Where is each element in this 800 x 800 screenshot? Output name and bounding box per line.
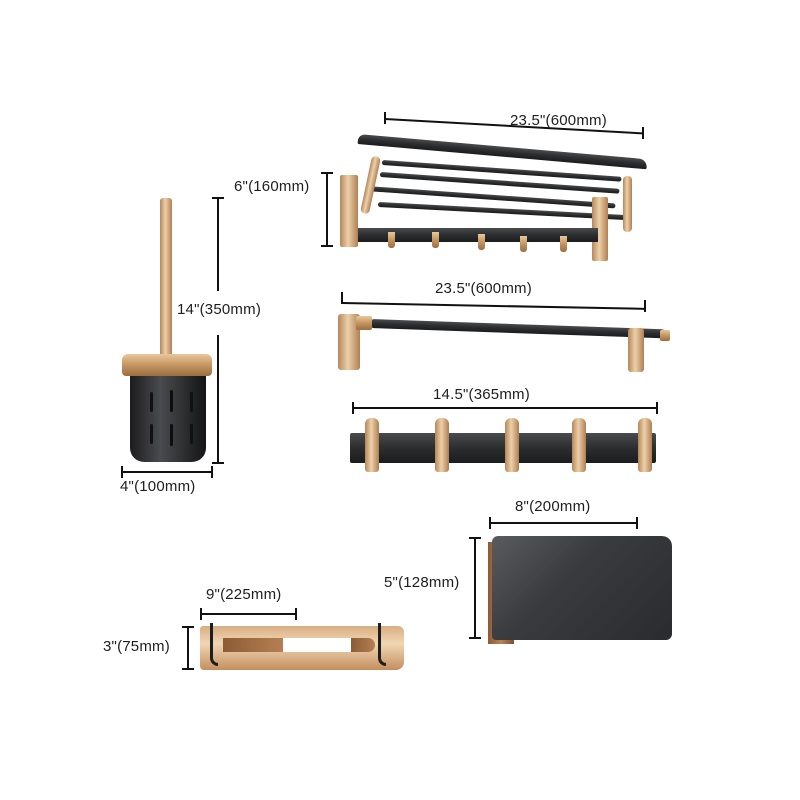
towel-bar-end-cap xyxy=(660,330,670,341)
tissue-box-product: 8"(200mm) 5"(128mm) xyxy=(380,490,690,660)
tissue-box-height-label: 5"(128mm) xyxy=(384,574,460,591)
hook xyxy=(365,418,379,472)
towel-bar-bracket-right xyxy=(628,328,644,372)
hook xyxy=(478,234,485,250)
robe-hook-width-dimension-line xyxy=(353,407,657,409)
robe-hook-product: 14.5"(365mm) xyxy=(320,380,680,480)
dimension-tick xyxy=(341,292,343,304)
dimension-tick xyxy=(321,172,333,174)
towel-bar-rod xyxy=(369,319,666,339)
dimension-tick xyxy=(469,637,481,639)
hook xyxy=(210,623,218,666)
vent-slot xyxy=(150,424,153,444)
brush-height-dimension-line-bottom xyxy=(217,335,219,463)
vent-slot xyxy=(170,390,173,412)
shelf-arm-right xyxy=(623,176,632,232)
robe-hook-width-label: 14.5"(365mm) xyxy=(433,386,530,403)
dimension-tick xyxy=(182,626,194,628)
hook xyxy=(520,236,527,252)
hook xyxy=(572,418,586,472)
hook xyxy=(432,232,439,248)
brush-width-dimension-line xyxy=(122,471,212,473)
hook xyxy=(505,418,519,472)
towel-bar-product: 23.5"(600mm) xyxy=(320,270,680,380)
dimension-tick xyxy=(384,112,386,124)
wall-shelf-slot-right xyxy=(351,638,375,652)
towel-bar-bracket-left-cap xyxy=(356,316,372,330)
hook xyxy=(560,236,567,252)
towel-bar-width-label: 23.5"(600mm) xyxy=(435,280,532,297)
dimension-tick xyxy=(200,608,202,620)
dimension-tick xyxy=(489,517,491,529)
dimension-tick xyxy=(469,537,481,539)
shelf-wall-bracket-right xyxy=(592,197,608,261)
hook xyxy=(638,418,652,472)
wall-shelf-width-label: 9"(225mm) xyxy=(206,586,282,603)
dimension-tick xyxy=(211,466,213,478)
wall-shelf-slot-opening xyxy=(283,638,351,652)
toilet-brush-product: 14"(350mm) 4"(100mm) xyxy=(100,180,300,500)
dimension-tick xyxy=(352,402,354,414)
tissue-box-width-dimension-line xyxy=(490,522,637,524)
brush-height-label: 14"(350mm) xyxy=(177,301,262,318)
brush-handle xyxy=(160,198,172,356)
vent-slot xyxy=(190,392,193,412)
tissue-box-height-dimension-line xyxy=(474,538,476,638)
wall-shelf-height-label: 3"(75mm) xyxy=(103,638,170,655)
dimension-tick xyxy=(295,608,297,620)
dimension-tick xyxy=(121,466,123,478)
hook xyxy=(388,232,395,248)
dimension-tick xyxy=(321,245,333,247)
towel-bar-width-dimension-line xyxy=(341,302,645,310)
towel-bar-bracket-left xyxy=(338,314,360,370)
dimension-tick xyxy=(182,668,194,670)
wall-shelf-product: 9"(225mm) 3"(75mm) xyxy=(90,580,420,690)
dimension-tick xyxy=(212,462,224,464)
vent-slot xyxy=(190,424,193,444)
dimension-tick xyxy=(642,127,644,139)
tissue-box-cover xyxy=(492,536,672,640)
brush-holder-cup xyxy=(130,376,206,462)
dimension-tick xyxy=(212,197,224,199)
hook xyxy=(435,418,449,472)
wall-shelf-slot-left xyxy=(223,638,283,652)
dimension-tick xyxy=(644,300,646,312)
hook xyxy=(378,623,386,666)
brush-width-label: 4"(100mm) xyxy=(120,478,196,495)
towel-shelf-product: 23.5"(600mm) 6"(160mm) xyxy=(234,100,680,270)
dimension-tick xyxy=(636,517,638,529)
robe-hook-rail xyxy=(350,433,656,463)
tissue-box-width-label: 8"(200mm) xyxy=(515,498,591,515)
dimension-tick xyxy=(656,402,658,414)
wall-shelf-width-dimension-line xyxy=(201,613,296,615)
towel-shelf-height-label: 6"(160mm) xyxy=(234,178,310,195)
towel-shelf-height-dimension-line xyxy=(326,173,328,246)
wall-shelf-height-dimension-line xyxy=(187,627,189,669)
shelf-wall-bracket-left xyxy=(340,175,358,247)
brush-height-dimension-line-top xyxy=(217,198,219,291)
brush-holder-collar xyxy=(122,354,212,376)
vent-slot xyxy=(150,392,153,412)
vent-slot xyxy=(170,424,173,446)
towel-shelf-width-label: 23.5"(600mm) xyxy=(510,112,607,129)
